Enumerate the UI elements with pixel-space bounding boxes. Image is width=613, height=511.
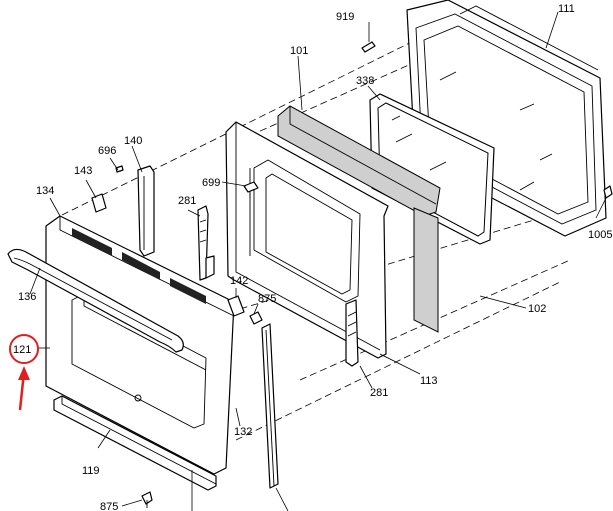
part-119-bottom-trim[interactable] xyxy=(53,395,217,491)
part-875-screw-upper[interactable] xyxy=(249,311,263,325)
part-113-inner-panel[interactable] xyxy=(225,121,389,359)
label-134: 134 xyxy=(36,185,54,197)
part-140-channel[interactable] xyxy=(137,165,155,257)
highlight-annotation xyxy=(9,334,39,411)
label-875-upper: 875 xyxy=(258,293,276,305)
highlight-circle xyxy=(9,334,39,364)
label-111: 111 xyxy=(558,3,575,15)
label-281-upper: 281 xyxy=(178,195,196,207)
part-919-clip[interactable] xyxy=(361,41,376,53)
label-699: 699 xyxy=(202,177,220,189)
label-919: 919 xyxy=(336,11,354,23)
red-arrowhead-icon xyxy=(18,366,30,380)
label-140: 140 xyxy=(124,135,142,147)
part-134-vent-strip[interactable] xyxy=(72,228,206,304)
part-136-handle[interactable] xyxy=(7,248,184,353)
label-101: 101 xyxy=(290,45,308,57)
label-143: 143 xyxy=(74,165,92,177)
part-142-bracket[interactable] xyxy=(227,295,245,317)
label-132: 132 xyxy=(234,426,252,438)
part-143-bracket[interactable] xyxy=(91,193,107,213)
label-142: 142 xyxy=(230,275,248,287)
label-119: 119 xyxy=(82,465,100,477)
label-1005: 1005 xyxy=(588,229,612,241)
label-281-lower: 281 xyxy=(370,387,388,399)
leader-lines xyxy=(29,11,607,511)
label-875-lower: 875 xyxy=(100,501,118,511)
part-132-side-trim[interactable] xyxy=(261,323,279,489)
part-699-screw[interactable] xyxy=(243,181,259,198)
label-102: 102 xyxy=(528,303,546,315)
part-696-clip[interactable] xyxy=(115,165,124,173)
label-113: 113 xyxy=(420,375,438,387)
part-1005-clip[interactable] xyxy=(603,185,613,199)
part-101-insulation[interactable] xyxy=(277,105,441,217)
label-696: 696 xyxy=(98,145,116,157)
part-labels: 919 111 101 338 696 140 143 134 699 281 … xyxy=(13,3,612,511)
label-136: 136 xyxy=(18,291,36,303)
part-875-screw-lower[interactable] xyxy=(141,491,153,508)
label-121: 121 xyxy=(13,344,31,356)
label-338: 338 xyxy=(356,75,374,87)
part-281-hinge-lower[interactable] xyxy=(345,299,359,367)
part-281-hinge-upper[interactable] xyxy=(197,205,215,281)
